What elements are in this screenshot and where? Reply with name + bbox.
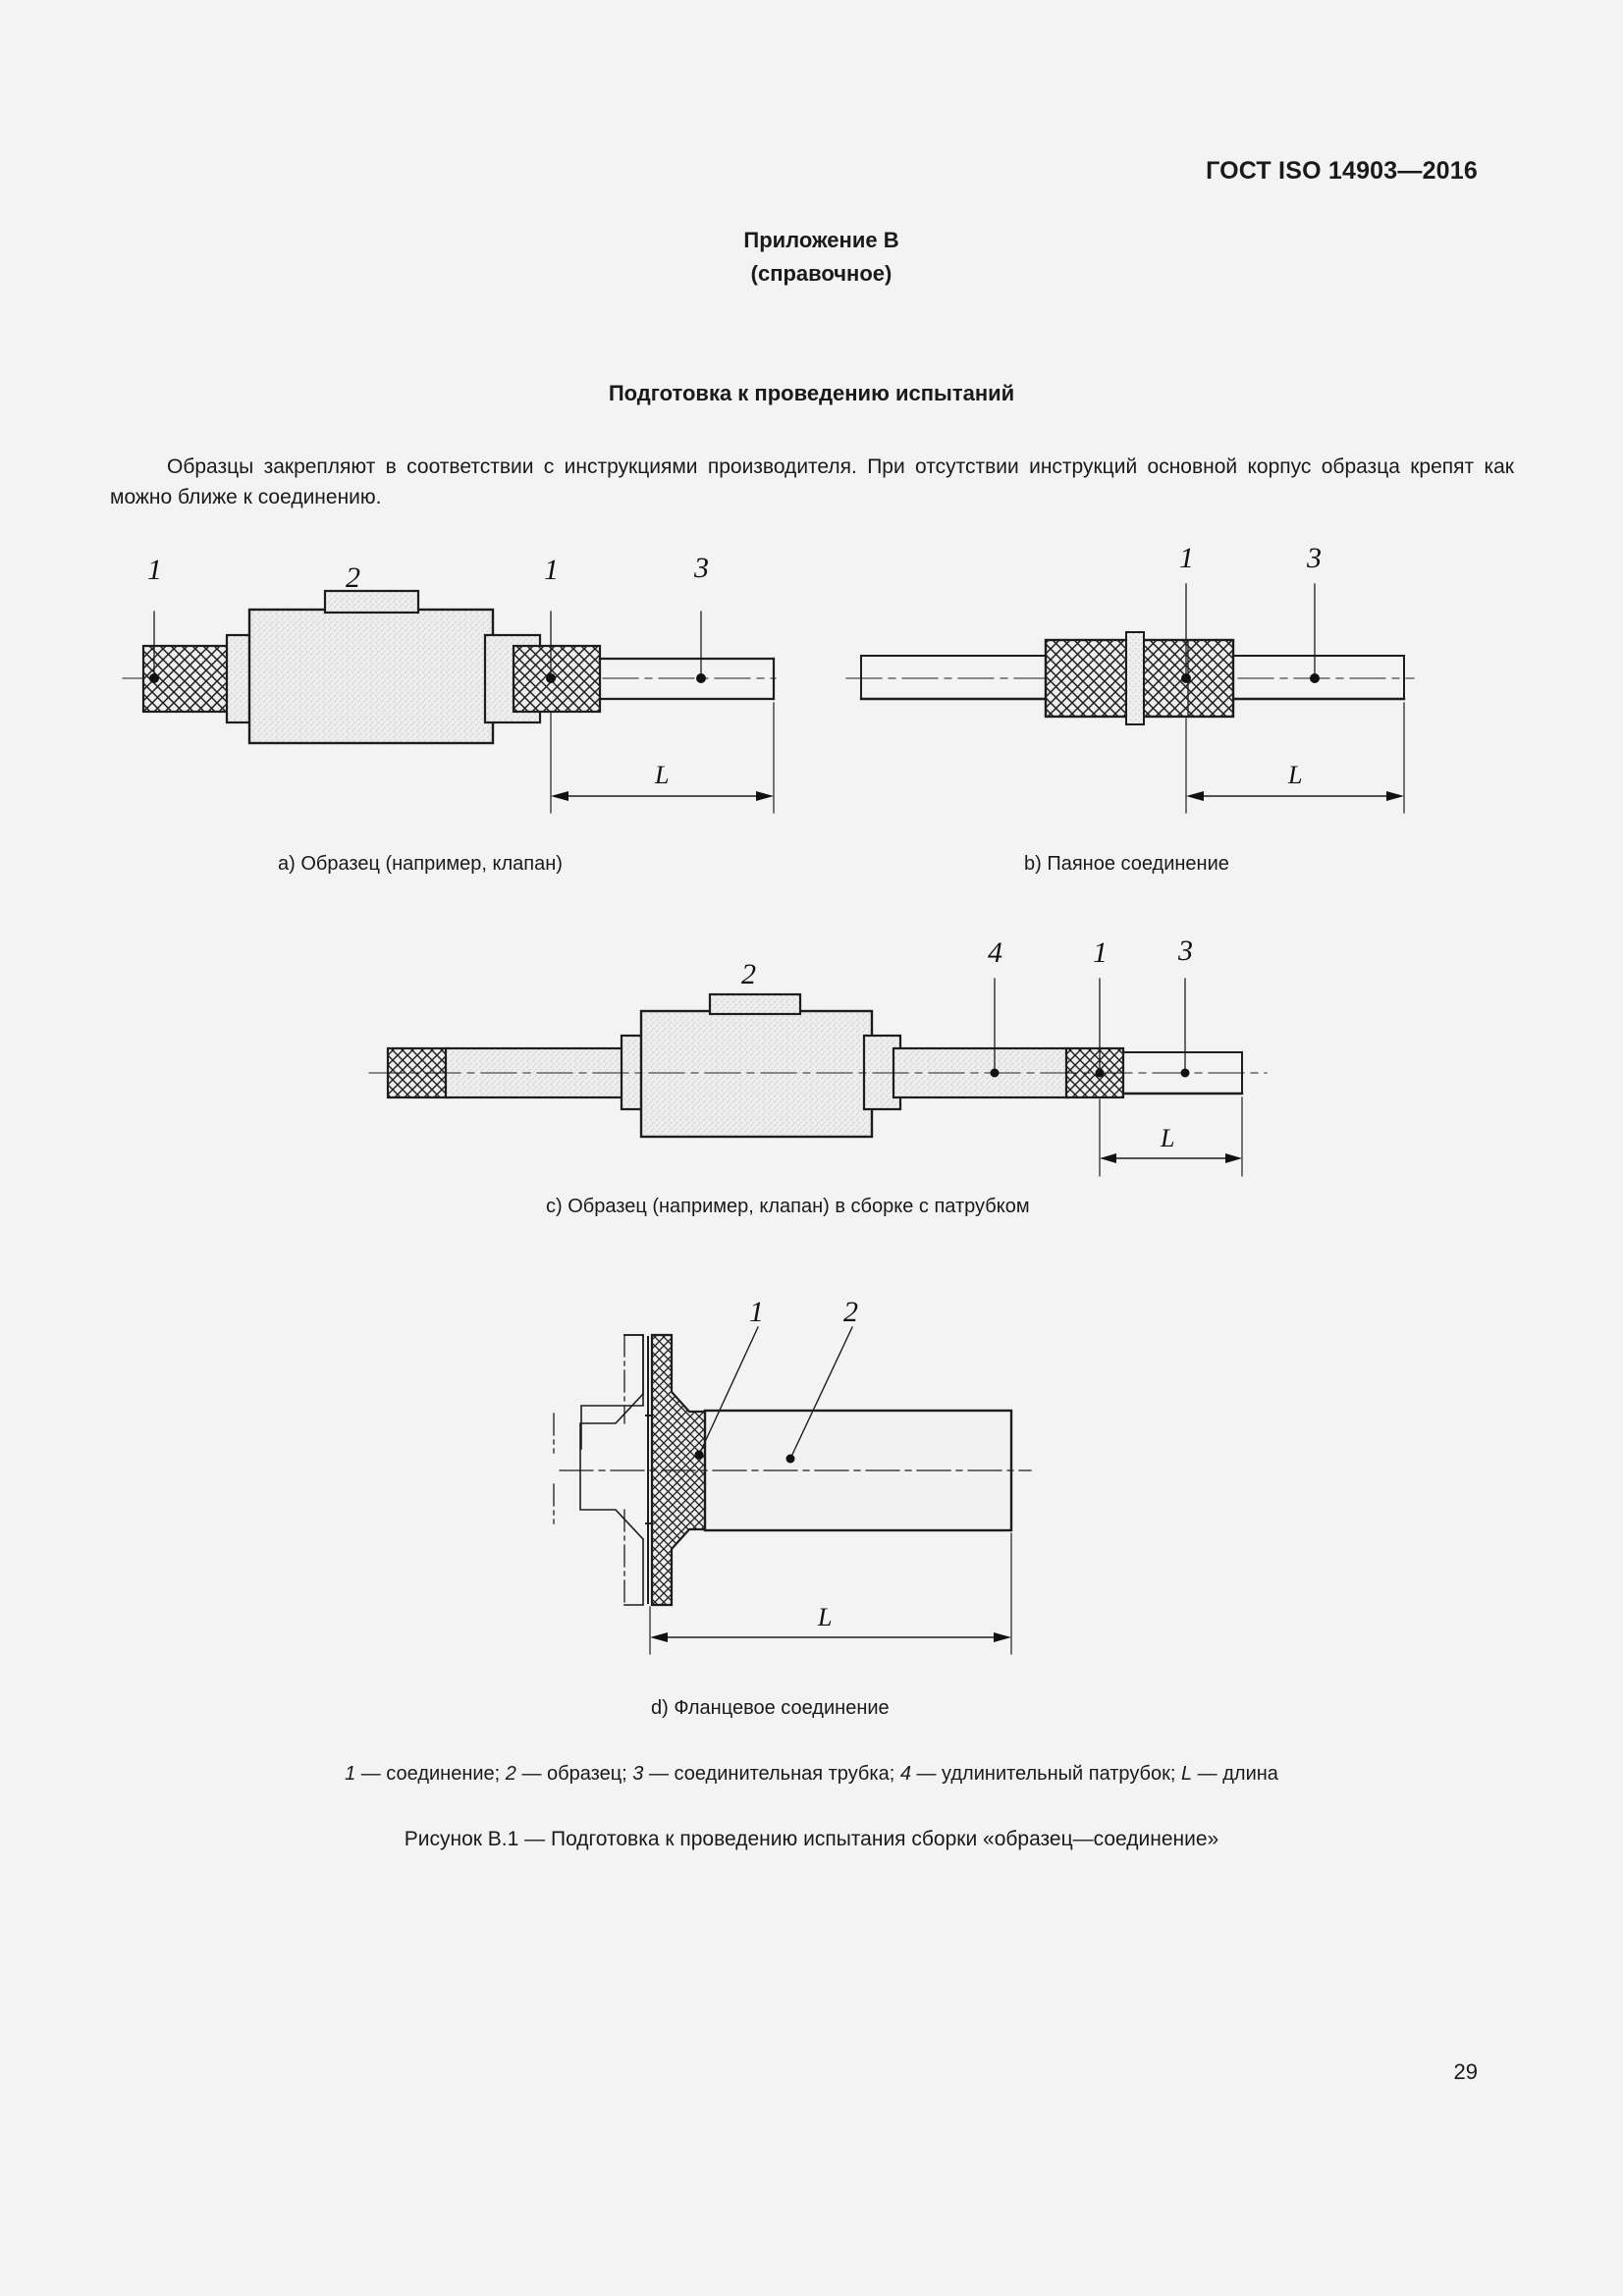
callout-1-d: 1 [749, 1296, 764, 1328]
callout-2-d: 2 [843, 1296, 858, 1328]
figure-part-d-drawing: 1 2 L [540, 1266, 1129, 1659]
figure-part-a-drawing: 1 2 1 3 L [98, 530, 785, 844]
callout-1-a-left: 1 [147, 554, 162, 586]
intro-paragraph: Образцы закрепляют в соответствии с инст… [110, 452, 1514, 512]
figure-title: Рисунок В.1 — Подготовка к проведению ис… [404, 1828, 1219, 1850]
callout-4-c: 4 [988, 936, 1002, 969]
callout-1-c: 1 [1093, 936, 1108, 969]
callout-3-c: 3 [1177, 934, 1193, 967]
figure-caption-c: c) Образец (например, клапан) в сборке с… [546, 1196, 1030, 1217]
figure-legend: 1 — соединение; 2 — образец; 3 — соедини… [345, 1763, 1278, 1785]
figure-part-b-drawing: 1 3 L [835, 530, 1424, 844]
document-standard-id: ГОСТ ISO 14903—2016 [1206, 157, 1478, 185]
callout-1-b: 1 [1179, 542, 1194, 574]
figure-caption-a: a) Образец (например, клапан) [278, 853, 563, 875]
annex-heading: Приложение В (справочное) [0, 224, 1623, 291]
figure-caption-d: d) Фланцевое соединение [651, 1697, 890, 1719]
callout-3-a: 3 [693, 552, 709, 584]
callout-2-a: 2 [346, 561, 360, 594]
dimension-label-L-d: L [817, 1603, 832, 1631]
callout-2-c: 2 [741, 958, 756, 990]
dimension-label-L-b: L [1287, 761, 1302, 789]
page-number: 29 [1453, 2059, 1478, 2084]
callout-1-a-right: 1 [544, 554, 559, 586]
annex-subtitle: (справочное) [750, 261, 893, 286]
figure-caption-b: b) Паяное соединение [1024, 853, 1229, 875]
intro-paragraph-text: Образцы закрепляют в соответствии с инст… [110, 455, 1514, 508]
dimension-label-L-a: L [654, 761, 669, 789]
dimension-label-L-c: L [1160, 1124, 1174, 1152]
callout-3-b: 3 [1306, 542, 1322, 574]
figure-part-c-drawing: 2 4 1 3 L [344, 913, 1276, 1207]
section-title: Подготовка к проведению испытаний [608, 381, 1015, 405]
annex-title: Приложение В [743, 228, 899, 252]
